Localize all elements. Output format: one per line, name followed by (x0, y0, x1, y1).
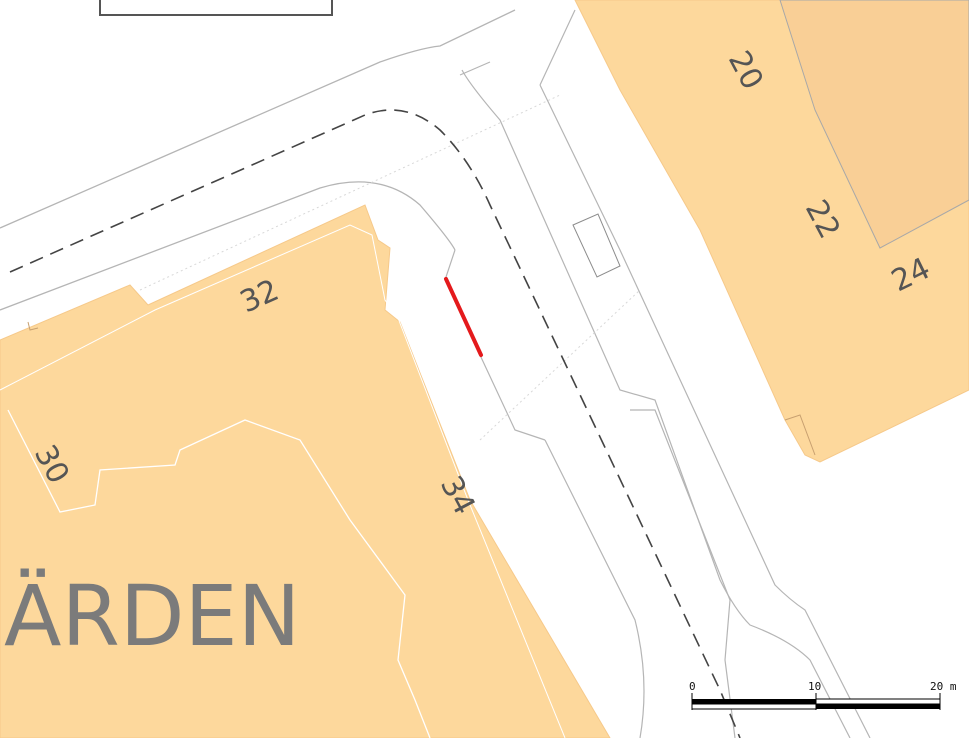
building-left-inner-line (0, 224, 566, 738)
road-edge-island-inner (459, 61, 736, 738)
scale-label-start: 0 (689, 680, 696, 693)
scale-bar-segment-1 (692, 699, 816, 704)
scale-label-mid: 10 (808, 680, 821, 693)
scale-bar-segment-3 (815, 698, 941, 705)
building-right-inner (779, 0, 969, 249)
small-rectangle-feature (572, 213, 621, 278)
highlighted-segment[interactable] (444, 277, 483, 357)
building-left (0, 204, 611, 738)
guide-line-bottom (479, 289, 641, 441)
guide-line-top (139, 94, 561, 291)
road-centerline (9, 109, 741, 738)
scale-bar-segment-4 (816, 704, 940, 709)
overview-frame (99, 0, 333, 16)
road-edge-right (539, 9, 871, 738)
scale-label-end: 20 m (930, 680, 957, 693)
scale-bar-segment-2 (691, 703, 817, 710)
road-edge-island-right (544, 439, 645, 738)
building-left-courtyard-line (7, 409, 431, 738)
road-edge-island-left (444, 249, 546, 441)
block-name-label: ÄRDEN (4, 567, 300, 665)
road-edge-top (0, 9, 516, 229)
building-right-corner (784, 414, 816, 456)
building-left-notches (27, 321, 39, 331)
road-edge-inner-corner (0, 181, 456, 311)
road-edge-middle (461, 69, 851, 738)
scale-bar: 0 10 20 m (689, 680, 957, 710)
